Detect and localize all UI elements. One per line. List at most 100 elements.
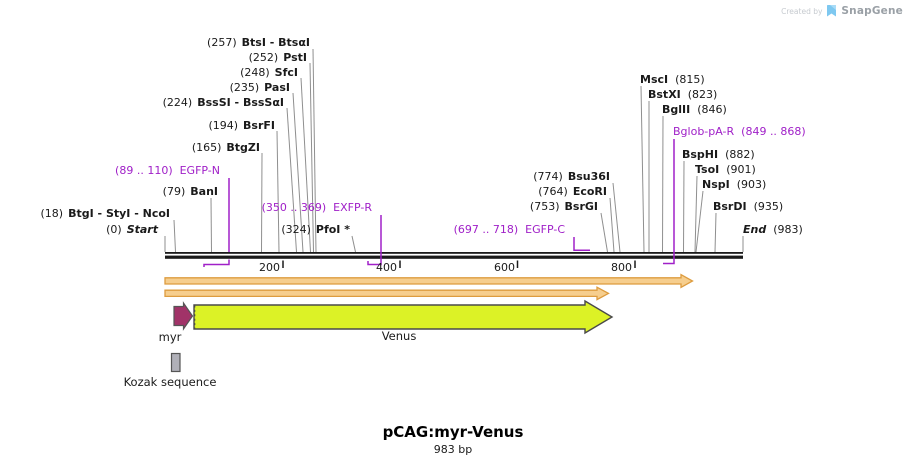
leader-pasi (292, 92, 304, 253)
enzyme-label-btgi-styi-ncoi[interactable]: (18)BtgI - StyI - NcoI (41, 207, 170, 220)
enzyme-label-pasi[interactable]: (235)PasI (230, 81, 290, 94)
ruler-label-600: 600 (494, 261, 515, 274)
position-text: (257) (207, 36, 237, 49)
primer-label-egfp-c[interactable]: (697 .. 718) EGFP-C (454, 223, 565, 236)
enzyme-name: SfcI (274, 66, 298, 79)
primer-name: EGFP-C (525, 223, 565, 236)
start-marker-label: (0)Start (106, 223, 158, 236)
title-block: pCAG:myr-Venus 983 bp (303, 423, 603, 456)
orf-arrow-bottom[interactable] (164, 286, 610, 301)
ruler-label-200: 200 (259, 261, 280, 274)
primer-label-exfp-r[interactable]: (350 .. 369)EXFP-R (262, 201, 372, 214)
enzyme-label-ecori[interactable]: (764)EcoRI (538, 185, 607, 198)
feature-arrow-venus[interactable] (193, 299, 614, 335)
enzyme-name: BstXI (648, 88, 681, 101)
range-text: (89 .. 110) (115, 164, 173, 177)
primer-label-egfp-n[interactable]: (89 .. 110) EGFP-N (115, 164, 220, 177)
position-text: (252) (248, 51, 279, 64)
enzyme-label-tsoi[interactable]: TsoI(901) (695, 163, 756, 176)
position-text: (882) (725, 148, 755, 161)
primer-name: Bglob-pA-R (673, 125, 735, 138)
ruler-ticks (282, 260, 636, 268)
leader-bsu36i (612, 182, 621, 253)
enzyme-name: PfoI * (315, 223, 350, 236)
position-text: (846) (697, 103, 727, 116)
leader-bsrgi (600, 212, 608, 253)
position-text: (903) (736, 178, 767, 191)
leader-bglii (662, 115, 664, 253)
primer-halfarrow-bglob-pa-r[interactable] (663, 139, 675, 265)
map-title: pCAG:myr-Venus (382, 423, 524, 441)
leader-bani (210, 197, 212, 253)
primer-halfarrow-egfp-c[interactable] (573, 237, 590, 252)
enzyme-label-nspi[interactable]: NspI(903) (702, 178, 766, 191)
feature-arrow-myr[interactable] (173, 301, 194, 331)
enzyme-name: BanI (190, 185, 218, 198)
position-text: (194) (208, 119, 239, 132)
enzyme-leader-lines (164, 48, 744, 253)
watermark: Created by SnapGene (781, 4, 903, 18)
position-text: (224) (162, 96, 193, 109)
range-text: (697 .. 718) (453, 223, 519, 236)
position-text: (774) (533, 170, 563, 183)
ruler-label-800: 800 (611, 261, 632, 274)
enzyme-label-btsi-btsai[interactable]: (257)BtsI - BtsαI (207, 36, 310, 49)
enzyme-label-bsu36i[interactable]: (774) Bsu36I (533, 170, 610, 183)
enzyme-label-bsphi[interactable]: BspHI (882) (682, 148, 755, 161)
enzyme-label-btgzi[interactable]: (165) BtgZI (192, 141, 260, 154)
enzyme-label-bsssi-bsssai[interactable]: (224) BssSI - BssSαI (163, 96, 284, 109)
sequence-line-bottom (165, 255, 743, 259)
enzyme-name: Bsu36I (567, 170, 610, 183)
leader-btgi (173, 219, 176, 253)
position-text: (165) (191, 141, 222, 154)
end-marker-label: End (983) (743, 223, 803, 236)
sequence-line-top (165, 252, 743, 254)
position-text: (901) (726, 163, 756, 176)
enzyme-label-bsrfi[interactable]: (194) BsrFI (208, 119, 275, 132)
marker-name: End (743, 223, 767, 236)
enzyme-label-pfoi[interactable]: (324)PfoI * (281, 223, 350, 236)
enzyme-label-msci[interactable]: MscI (815) (640, 73, 705, 86)
leader-pfoi (351, 235, 356, 253)
enzyme-label-bglii[interactable]: BglII (846) (662, 103, 727, 116)
enzyme-name: BspHI (682, 148, 719, 161)
leader-psti (309, 62, 314, 253)
enzyme-name: PasI (264, 81, 290, 94)
primer-name: EXFP-R (333, 201, 372, 214)
enzyme-label-psti[interactable]: (252)PstI (249, 51, 307, 64)
enzyme-label-bstxi[interactable]: BstXI (823) (648, 88, 717, 101)
position-text: (815) (675, 73, 705, 86)
position-text: (248) (240, 66, 270, 79)
enzyme-label-bsrgi[interactable]: (753)BsrGI (530, 200, 598, 213)
enzyme-name: BssSI - BssSαI (197, 96, 284, 109)
leader-tsoi (694, 175, 698, 253)
leader-btgzi (261, 152, 263, 253)
position-text: (983) (773, 223, 803, 236)
feature-label-kozak: Kozak sequence (123, 375, 217, 389)
enzyme-name: BtgZI (226, 141, 260, 154)
position-text: (764) (538, 185, 568, 198)
leader-bsrfi (276, 130, 280, 253)
position-text: (823) (687, 88, 718, 101)
enzyme-name: MscI (640, 73, 669, 86)
snapgene-logo-icon (827, 5, 837, 17)
primer-halfarrow-egfp-n[interactable] (203, 259, 230, 268)
primer-label-bglob-pa-r[interactable]: Bglob-pA-R (849 .. 868) (673, 125, 806, 138)
enzyme-label-sfci[interactable]: (248) SfcI (240, 66, 298, 79)
enzyme-label-bani[interactable]: (79)BanI (163, 185, 218, 198)
leader-ecori (609, 197, 615, 253)
leader-bsrdi (714, 212, 717, 253)
position-text: (753) (529, 200, 560, 213)
primer-name: EGFP-N (179, 164, 220, 177)
enzyme-label-bsrdi[interactable]: BsrDI(935) (713, 200, 783, 213)
position-text: (0) (106, 223, 122, 236)
leader-bsphi (683, 160, 685, 253)
primer-halfarrow-exfp-r[interactable] (367, 215, 382, 266)
enzyme-name: BglII (662, 103, 691, 116)
range-text: (849 .. 868) (741, 125, 806, 138)
leader-bsssi (286, 107, 297, 253)
enzyme-name: BsrFI (243, 119, 275, 132)
feature-box-kozak[interactable] (170, 352, 181, 373)
orf-arrow-top[interactable] (164, 273, 694, 289)
watermark-brand: SnapGene (841, 5, 903, 17)
